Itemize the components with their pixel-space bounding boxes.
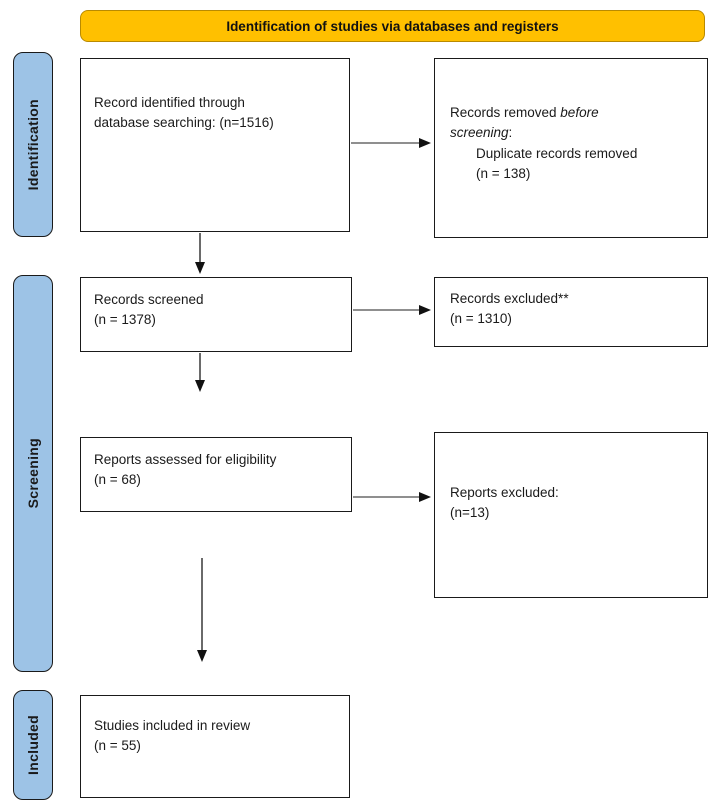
records-screened-line1: Records screened [94,292,204,307]
stage-label-included: Included [25,715,41,775]
stage-label-screening: Screening [25,438,41,509]
records-excluded-line1: Records excluded** [450,291,569,306]
stage-bar-screening: Screening [13,275,53,672]
stage-bar-included: Included [13,690,53,800]
box-records-removed: Records removed before screening: Duplic… [434,58,708,238]
reports-excluded-line2: (n=13) [450,505,490,521]
box-reports-excluded: Reports excluded: (n=13) [434,432,708,598]
box-records-identified: Record identified through database searc… [80,58,350,232]
records-removed-count: (n = 138) [476,165,531,181]
banner-title: Identification of studies via databases … [80,10,705,42]
studies-included-line2: (n = 55) [94,738,141,754]
records-screened-line2: (n = 1378) [94,312,156,328]
box-reports-assessed: Reports assessed for eligibility (n = 68… [80,437,352,512]
banner-title-text: Identification of studies via databases … [226,18,559,34]
stage-label-identification: Identification [25,98,41,191]
reports-assessed-line1: Reports assessed for eligibility [94,452,277,467]
reports-assessed-line2: (n = 68) [94,472,141,488]
studies-included-line1: Studies included in review [94,718,251,733]
records-identified-line2: database searching: (n=1516) [94,115,274,131]
records-excluded-line2: (n = 1310) [450,311,512,327]
stage-bar-identification: Identification [13,52,53,237]
records-removed-line1: Records removed before [450,105,599,120]
box-records-excluded: Records excluded** (n = 1310) [434,277,708,347]
box-studies-included: Studies included in review (n = 55) [80,695,350,798]
records-identified-line1: Record identified through [94,95,245,110]
box-records-screened: Records screened (n = 1378) [80,277,352,352]
records-removed-detail: Duplicate records removed [476,145,638,161]
records-removed-line2: screening: [450,125,513,141]
reports-excluded-line1: Reports excluded: [450,485,559,500]
